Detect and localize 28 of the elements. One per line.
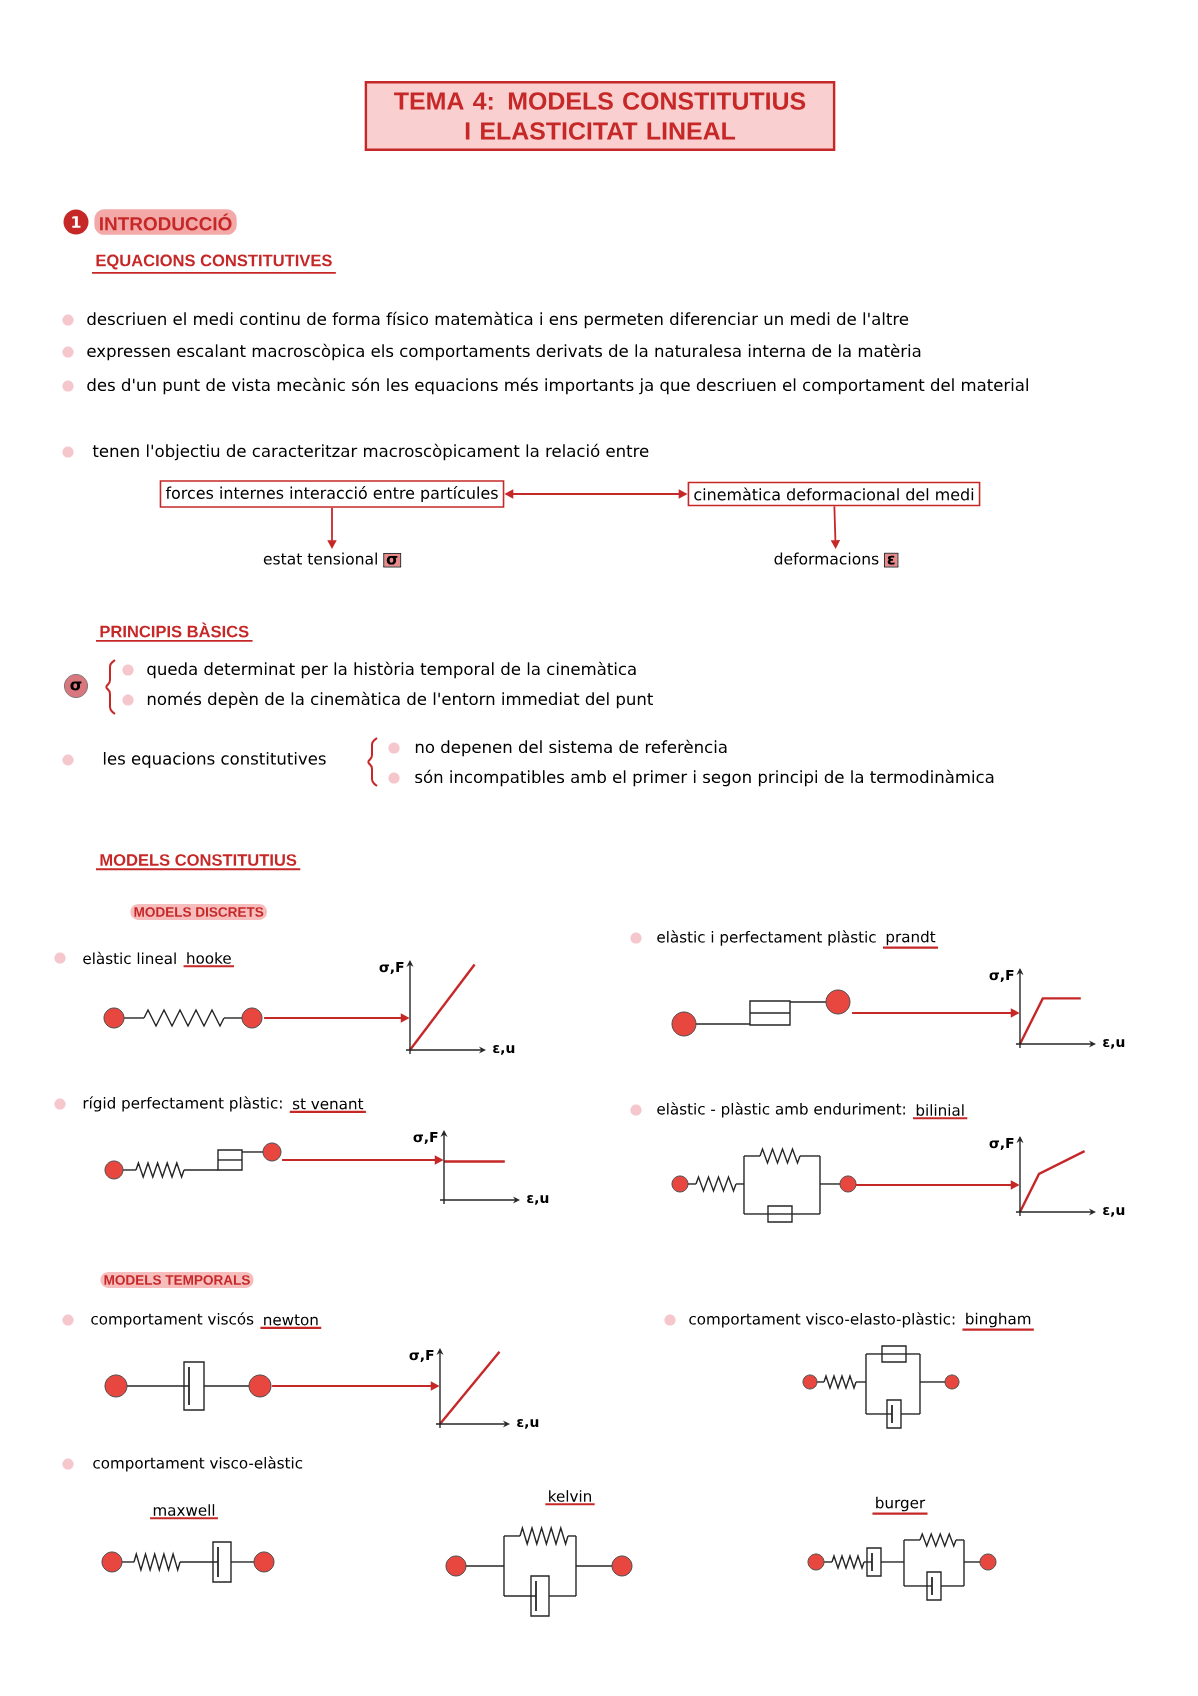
section-heading: INTRODUCCIÓ bbox=[94, 209, 237, 235]
stress-strain-graph bbox=[379, 960, 515, 1055]
rheological-model-drawing bbox=[104, 1361, 272, 1411]
bullet-item: les equacions constitutives bbox=[62, 752, 326, 768]
bullet-item: expressen escalant macroscòpica els comportaments derivats de la naturalesa interna de la matèria bbox=[62, 343, 921, 361]
rheological-model-drawing bbox=[802, 1345, 960, 1429]
stress-strain-graph bbox=[409, 1348, 539, 1429]
stress-strain-graph bbox=[989, 1136, 1125, 1217]
rheological-model-drawing bbox=[807, 1532, 997, 1601]
rheological-model-drawing bbox=[445, 1525, 633, 1617]
bullet-item: no depenen del sistema de referència bbox=[388, 739, 727, 757]
bullet-item: són incompatibles amb el primer i segon principi de la termodinàmica bbox=[388, 769, 994, 787]
rheological-model-drawing bbox=[103, 1007, 263, 1029]
rheological-model-drawing bbox=[671, 989, 851, 1037]
bullet-item: des d'un punt de vista mecànic són les equacions més importants ja que descriuen el comportament del material bbox=[62, 377, 1028, 395]
underlined-heading: MODELS CONSTITUTIUS bbox=[95, 854, 302, 871]
bullet-item: només depèn de la cinemàtica de l'entorn immediat del punt bbox=[122, 691, 653, 709]
bullet-item: queda determinat per la història temporal de la cinemàtica bbox=[122, 661, 636, 679]
underlined-heading: EQUACIONS CONSTITUTIVES bbox=[91, 254, 337, 274]
bullet-item: descriuen el medi continu de forma físico matemàtica i ens permeten diferenciar un medi de l'altre bbox=[62, 311, 909, 329]
stress-strain-graph bbox=[413, 1130, 549, 1205]
rheological-model-drawing bbox=[101, 1541, 275, 1583]
rheological-model-drawing bbox=[104, 1142, 282, 1180]
title-box: TEMA 4: MODELS CONSTITUTIUS I ELASTICITAT LINEAL bbox=[364, 81, 836, 151]
bullet-item: tenen l'objectiu de caracteritzar macroscòpicament la relació entre bbox=[62, 443, 649, 461]
underlined-heading: PRINCIPIS BÀSICS bbox=[95, 622, 254, 642]
rheological-model-drawing bbox=[671, 1146, 857, 1223]
stress-strain-graph bbox=[989, 968, 1125, 1049]
